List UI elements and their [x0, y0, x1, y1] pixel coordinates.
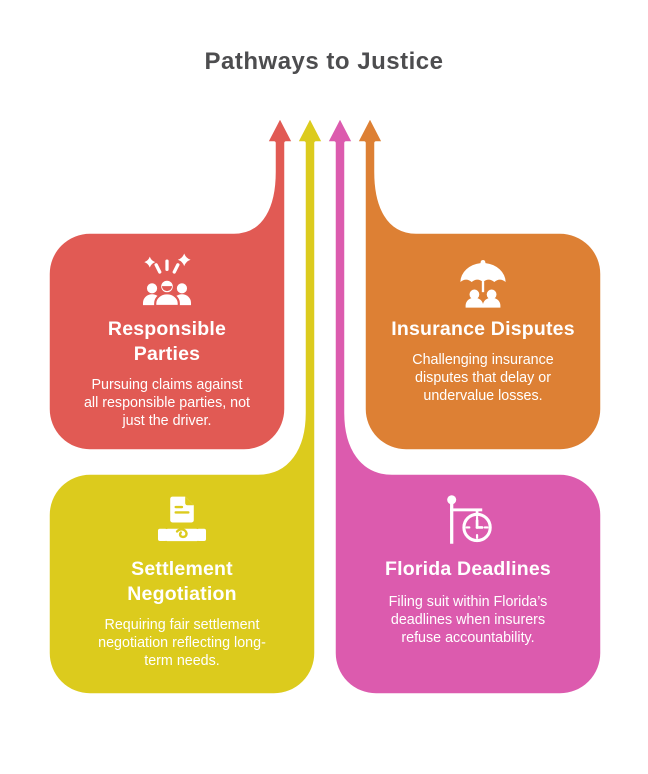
card-title-responsible-parties: Responsible Parties	[48, 317, 286, 367]
title-line: Settlement	[131, 558, 233, 580]
card-title-insurance-disputes: Insurance Disputes	[364, 317, 602, 342]
body-line: refuse accountability.	[401, 630, 535, 647]
people-pair	[465, 289, 501, 308]
title-line: Florida Deadlines	[385, 558, 551, 580]
body-line: Challenging insurance	[412, 352, 554, 368]
card-description-insurance-disputes: Challenging insurance disputes that dela…	[364, 351, 602, 406]
body-line: Pursuing claims against	[91, 377, 243, 393]
title-line: Parties	[133, 343, 201, 365]
title-line: Responsible	[107, 318, 227, 340]
card-description-florida-deadlines: Filing suit within Florida’s deadlines w…	[334, 593, 602, 648]
settlement-negotiation-card-arrow-shape	[46, 114, 326, 697]
team-celebration-icon	[142, 253, 192, 308]
body-line: term needs.	[144, 653, 220, 670]
body-line: negotiation reflecting long-	[98, 635, 266, 652]
florida-deadlines-card-arrow-shape	[324, 114, 604, 697]
body-line: just the driver.	[122, 413, 212, 430]
body-line: Filing suit within Florida’s	[388, 594, 548, 610]
sparkles	[144, 253, 191, 268]
card-description-settlement-negotiation: Requiring fair settlement negotiation re…	[48, 616, 316, 671]
title-line: Negotiation	[127, 583, 237, 605]
body-line: all responsible parties, not	[83, 395, 251, 412]
document	[170, 496, 194, 523]
card-title-florida-deadlines: Florida Deadlines	[334, 557, 602, 582]
umbrella-people-icon	[460, 259, 506, 308]
card-description-responsible-parties: Pursuing claims against all responsible …	[48, 376, 286, 431]
people-group	[142, 278, 192, 308]
document-handshake-icon	[157, 496, 207, 542]
street-clock-icon	[447, 495, 492, 544]
body-line: deadlines when insurers	[390, 612, 546, 629]
body-line: Requiring fair settlement	[104, 617, 260, 633]
title-line: Insurance Disputes	[391, 318, 575, 340]
rays	[154, 259, 180, 274]
body-line: disputes that delay or	[415, 370, 551, 387]
umbrella	[460, 259, 506, 293]
body-line: undervalue losses.	[423, 388, 543, 405]
card-title-settlement-negotiation: Settlement Negotiation	[48, 557, 316, 607]
page-title: Pathways to Justice	[204, 48, 444, 75]
clock-face	[462, 512, 492, 543]
handshake	[157, 528, 207, 542]
insurance-disputes-card-arrow-shape	[354, 114, 604, 453]
